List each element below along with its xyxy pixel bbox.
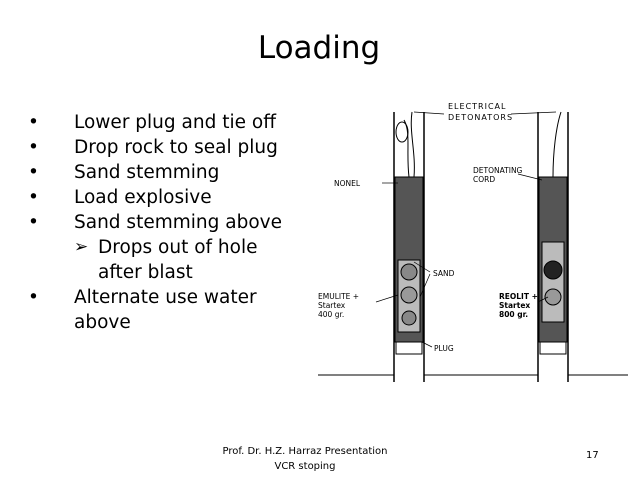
label-detonating: DETONATING: [473, 166, 523, 175]
vcr-loading-diagram: ELECTRICAL DETONATORS DETONATING CORD NO…: [318, 102, 628, 382]
label-reolit: REOLIT +: [499, 292, 538, 301]
right-blast-hole: [537, 111, 569, 382]
slide-title: Loading: [257, 30, 381, 66]
footer-topic: VCR stoping: [274, 461, 336, 472]
bullet-item: •Drop rock to seal plug: [28, 137, 278, 158]
bullet-item: •Load explosive: [28, 187, 212, 208]
label-grams-right: 800 gr.: [499, 310, 528, 319]
label-electrical: ELECTRICAL: [448, 102, 506, 111]
label-detonators: DETONATORS: [448, 113, 513, 122]
bullet-item: •Sand stemming: [28, 162, 220, 183]
arrow-bullet-icon: ➢: [74, 237, 89, 257]
bullet-item: • Alternate use water above: [28, 287, 257, 333]
label-cord: CORD: [473, 175, 495, 184]
slide-footer: Prof. Dr. H.Z. Harraz Presentation VCR s…: [220, 444, 390, 474]
label-plug: PLUG: [434, 344, 454, 353]
label-startex-left: Startex: [318, 301, 346, 310]
bullet-item: •Sand stemming above: [28, 212, 282, 233]
left-blast-hole: [393, 111, 425, 382]
label-startex-right: Startex: [499, 301, 530, 310]
sub-bullet-item: ➢ Drops out of hole after blast: [74, 237, 258, 283]
label-nonel: NONEL: [334, 179, 361, 188]
bullet-list: •Lower plug and tie off •Drop rock to se…: [28, 110, 308, 335]
label-sand: SAND: [433, 269, 455, 278]
label-emulite: EMULITE +: [318, 292, 359, 301]
footer-presenter: Prof. Dr. H.Z. Harraz Presentation: [222, 446, 388, 457]
page-number: 17: [586, 450, 599, 461]
bullet-item: •Lower plug and tie off: [28, 112, 276, 133]
label-grams-left: 400 gr.: [318, 310, 344, 319]
